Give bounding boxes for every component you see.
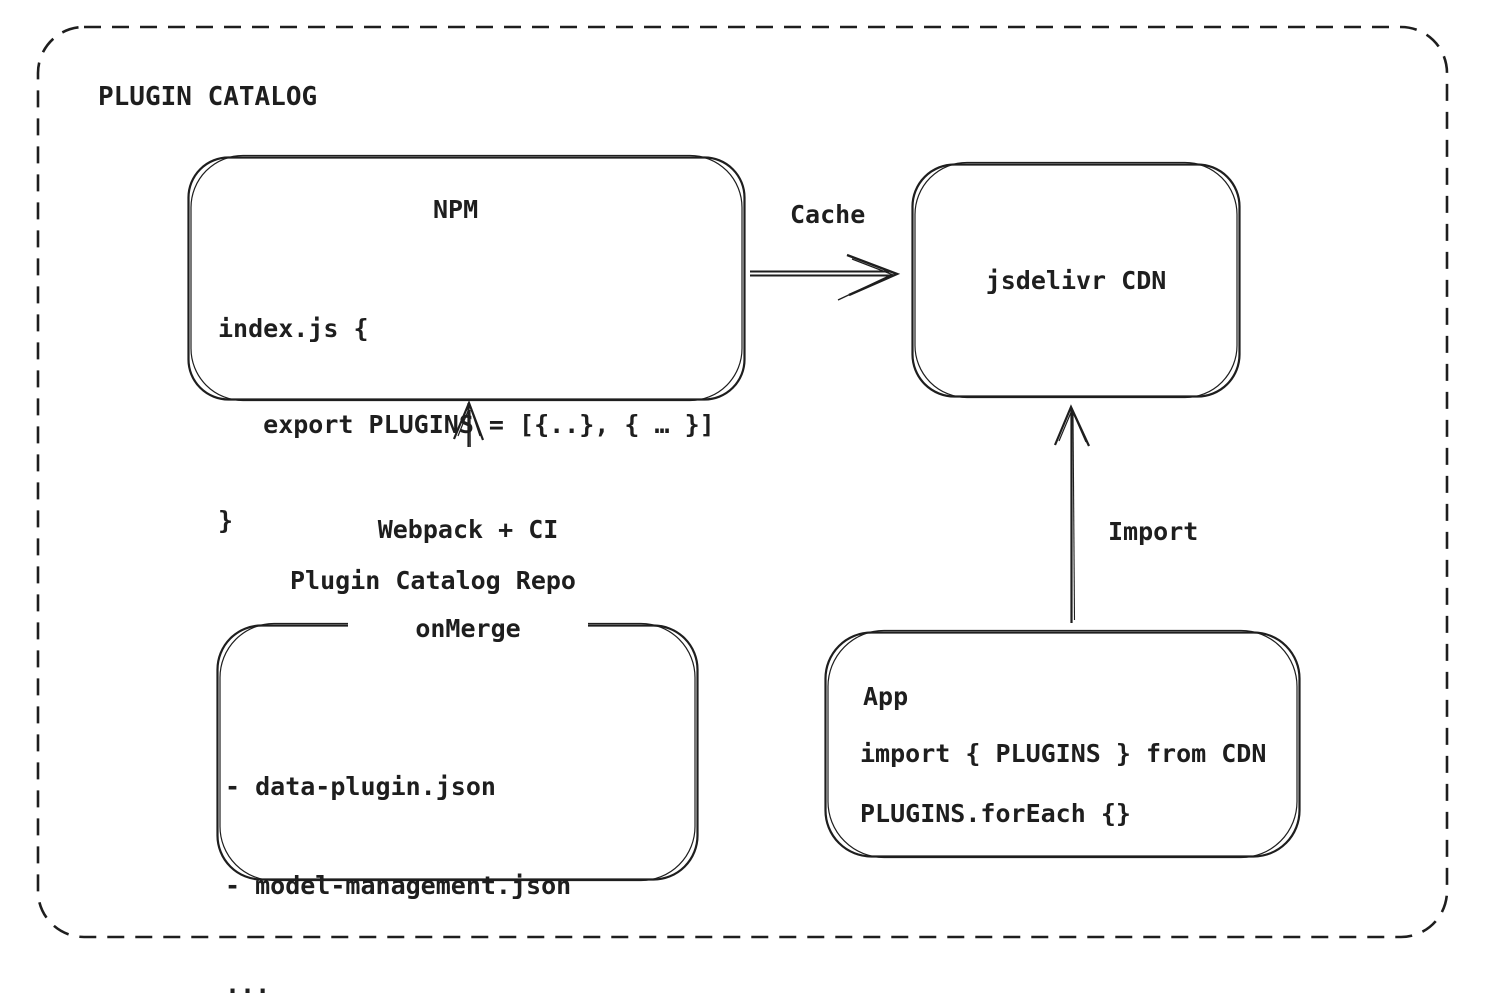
cdn-node-label: jsdelivr CDN bbox=[985, 265, 1167, 295]
build-edge-label-line2: onMerge bbox=[415, 614, 521, 643]
repo-file-list: - data-plugin.json - model-management.js… bbox=[225, 704, 571, 1002]
repo-file-item: - model-management.json bbox=[225, 871, 572, 900]
npm-node: NPM index.js { export PLUGINS = [{..}, {… bbox=[188, 157, 745, 535]
cdn-node: jsdelivr CDN bbox=[912, 164, 1240, 397]
npm-box-outline bbox=[187, 154, 746, 402]
frame-title: PLUGIN CATALOG bbox=[98, 82, 318, 112]
npm-code-line: } bbox=[218, 506, 234, 535]
import-arrow bbox=[1053, 404, 1090, 623]
repo-node-title: Plugin Catalog Repo bbox=[290, 566, 576, 595]
build-edge-label-line1: Webpack + CI bbox=[377, 515, 559, 544]
app-code-line: import { PLUGINS } from CDN bbox=[860, 739, 1267, 768]
frame-dashed-border bbox=[36, 25, 1449, 939]
build-edge-label: Webpack + CI onMerge bbox=[348, 447, 588, 711]
cache-arrow bbox=[750, 253, 901, 301]
npm-node-title: NPM bbox=[433, 195, 479, 224]
cache-edge-label: Cache bbox=[790, 200, 866, 229]
repo-node: - data-plugin.json - model-management.js… bbox=[217, 625, 698, 999]
app-node: App import { PLUGINS } from CDN PLUGINS.… bbox=[825, 632, 1300, 857]
npm-code-line: export PLUGINS = [{..}, { … }] bbox=[218, 410, 715, 439]
repo-file-item: - data-plugin.json bbox=[225, 772, 496, 801]
npm-code-block: index.js { export PLUGINS = [{..}, { … }… bbox=[218, 249, 715, 601]
npm-code-line: index.js { bbox=[218, 314, 369, 343]
import-edge-label: Import bbox=[1108, 517, 1199, 546]
cdn-box-outline bbox=[911, 161, 1241, 399]
app-code-line: PLUGINS.forEach {} bbox=[860, 799, 1131, 828]
repo-file-item: ... bbox=[225, 970, 271, 999]
app-node-title: App bbox=[863, 682, 909, 711]
app-box-outline bbox=[824, 629, 1301, 859]
